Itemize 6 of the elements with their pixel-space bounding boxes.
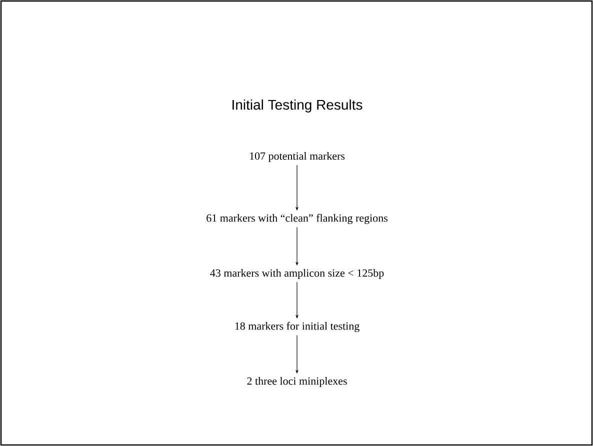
title: Initial Testing Results [232,99,362,113]
step-text: 43 markers with amplicon size < 125bp [210,269,384,279]
step-text: 18 markers for initial testing [235,322,360,332]
step-text: 107 potential markers [250,152,345,162]
step-text: 2 three loci miniplexes [247,377,347,387]
step-text: 61 markers with “clean” flanking regions [206,214,388,224]
